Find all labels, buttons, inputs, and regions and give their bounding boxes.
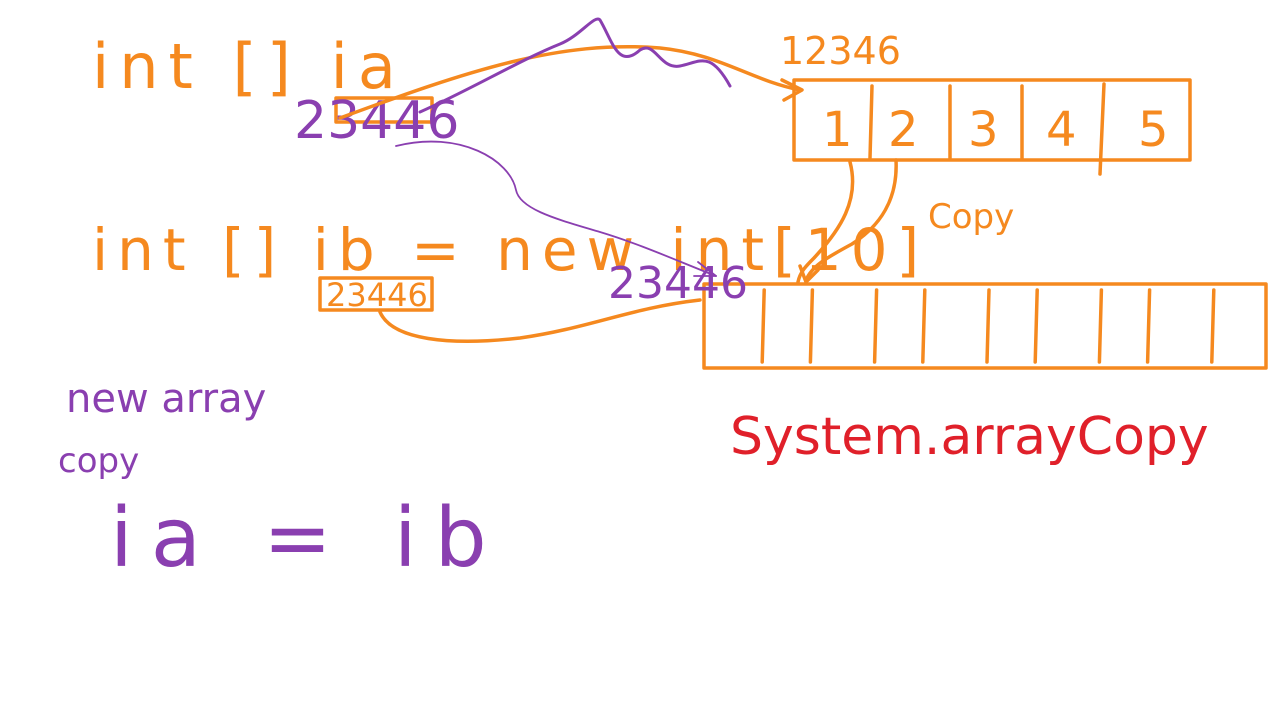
array-a-cell: 3 xyxy=(968,102,999,158)
array-a-divider xyxy=(868,84,874,160)
ia-to-array-a-arrow xyxy=(338,44,802,120)
ia-reference-box xyxy=(334,96,434,124)
ib-reference-value: 23446 xyxy=(326,276,428,314)
heap-reference-value: 23446 xyxy=(608,258,748,309)
ia-to-array-b-arrow xyxy=(395,140,717,277)
array-b-divider xyxy=(1097,288,1104,364)
ia-to-array-a-arrowhead xyxy=(780,78,804,102)
array-a-cell: 5 xyxy=(1138,102,1169,158)
array-a-cell: 2 xyxy=(888,102,919,158)
array-a-divider xyxy=(1098,82,1106,176)
array-b-outline xyxy=(702,282,1268,370)
array-b-divider xyxy=(760,288,766,364)
array-b-divider xyxy=(808,288,815,364)
strike-through-scribble xyxy=(418,17,732,114)
declaration-ia: int [] ia xyxy=(92,30,406,103)
declaration-ib: int [] ib = new int[10] xyxy=(92,216,928,284)
new-array-note: new array xyxy=(66,376,266,422)
array-a-cell: 1 xyxy=(822,102,853,158)
system-arraycopy-label: System.arrayCopy xyxy=(730,407,1209,467)
array-b-divider xyxy=(1210,288,1216,364)
array-b xyxy=(702,282,1268,370)
array-a-address: 12346 xyxy=(780,29,901,73)
ib-to-array-b-arrow xyxy=(378,298,702,343)
copy-arrowhead xyxy=(798,264,820,284)
copy-label: Copy xyxy=(928,197,1014,237)
array-a-cell: 4 xyxy=(1046,102,1077,158)
copy-arrow-2 xyxy=(804,158,898,282)
copy-note: copy xyxy=(58,441,139,481)
ib-reference-box xyxy=(318,276,434,312)
array-b-divider xyxy=(872,288,879,364)
array-b-divider xyxy=(1033,288,1039,364)
array-b-divider xyxy=(921,288,927,364)
array-a-outline xyxy=(792,78,1192,162)
ia-to-array-b-arrowhead xyxy=(693,261,717,277)
assignment-statement: ia = ib xyxy=(110,491,505,586)
array-a: 1 2 3 4 5 xyxy=(792,78,1192,176)
array-b-divider xyxy=(1145,288,1152,364)
array-b-divider xyxy=(985,288,991,364)
